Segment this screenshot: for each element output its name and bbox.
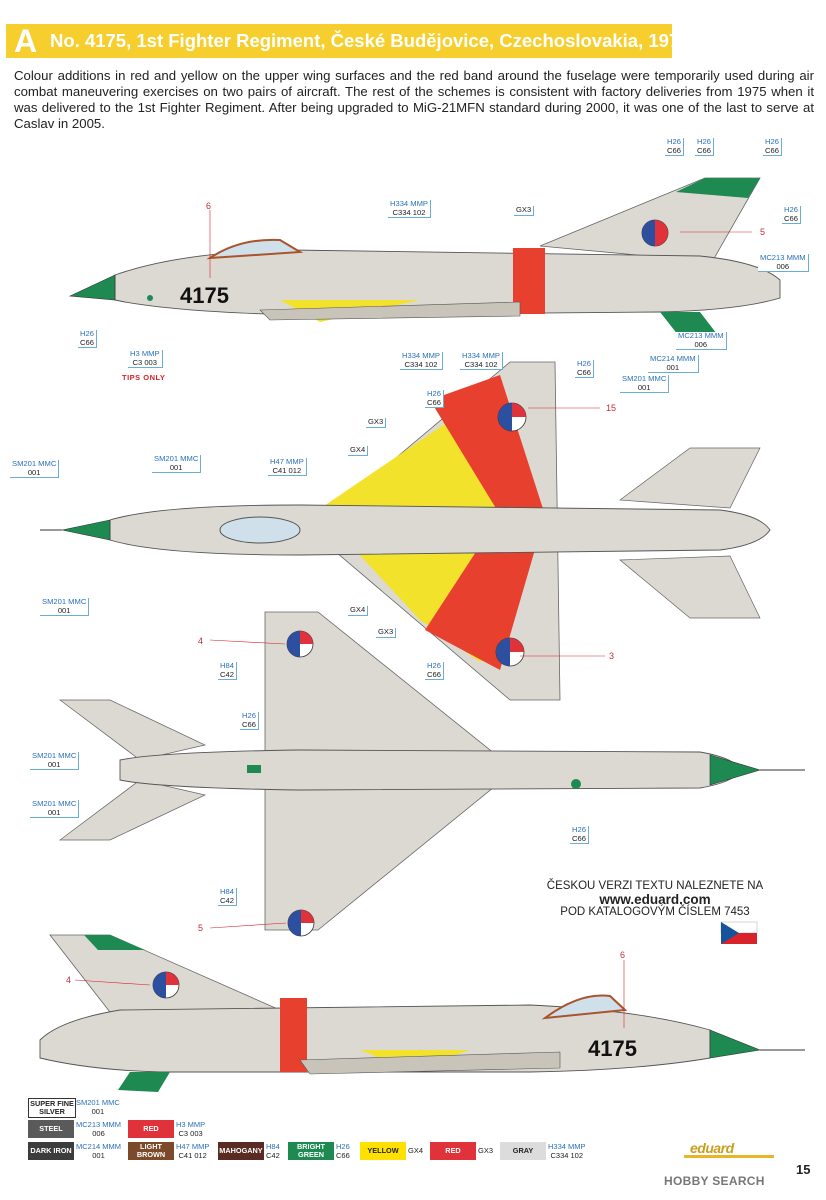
aircraft-number-left: 4175 (180, 283, 229, 308)
brand-underline (684, 1155, 774, 1158)
czech-note: ČESKOU VERZI TEXTU NALEZNETE NA www.edua… (540, 880, 770, 919)
czech-note-url[interactable]: www.eduard.com (599, 892, 711, 907)
paint-callout: GX3 (376, 627, 397, 638)
aircraft-number-right: 4175 (588, 1036, 637, 1061)
side-view-left (68, 177, 781, 340)
legend-swatch: SUPER FINE SILVER (28, 1098, 76, 1118)
brand-logo: eduard (690, 1140, 734, 1156)
section-header: A No. 4175, 1st Fighter Regiment, České … (6, 23, 690, 59)
legend-swatch: BRIGHT GREEN (288, 1142, 334, 1160)
side-view-right (39, 934, 805, 1092)
top-view (40, 361, 771, 701)
czech-note-line1: ČESKOU VERZI TEXTU NALEZNETE NA (546, 880, 764, 892)
paint-callout: GX3 (366, 417, 387, 428)
legend-swatch: STEEL (28, 1120, 74, 1138)
legend-swatch: MAHOGANY (218, 1142, 264, 1160)
paint-callout: GX4 (348, 605, 369, 616)
legend-swatch: DARK IRON (28, 1142, 74, 1160)
ref-number: 3 (609, 651, 615, 661)
legend-swatch: RED (128, 1120, 174, 1138)
intro-paragraph: Colour additions in red and yellow on th… (14, 68, 814, 131)
ref-number: 4 (198, 636, 204, 646)
paint-callout: GX3 (514, 205, 535, 216)
legend-code: GX4 (408, 1146, 424, 1155)
czech-note-line3: POD KATALOGOVÝM ČÍSLEM 7453 (560, 906, 750, 918)
legend-swatch: GRAY (500, 1142, 546, 1160)
ref-number: 6 (206, 201, 212, 211)
paint-callout: GX4 (348, 445, 369, 456)
legend-code: GX3 (478, 1146, 494, 1155)
ref-number: 5 (760, 227, 766, 237)
legend-swatch: RED (430, 1142, 476, 1160)
czech-flag (720, 921, 758, 944)
leader-lines (74, 210, 752, 1028)
ref-number: 15 (606, 403, 617, 413)
ref-number: 5 (198, 923, 204, 933)
legend-swatch: LIGHT BROWN (128, 1142, 174, 1160)
ref-number: 6 (620, 950, 626, 960)
scheme-title: No. 4175, 1st Fighter Regiment, České Bu… (50, 30, 690, 51)
ref-number: 4 (66, 975, 72, 985)
scheme-letter: A (14, 23, 38, 59)
bottom-view (58, 611, 805, 937)
page-number: 15 (796, 1162, 811, 1177)
tips-only-note: TIPS ONLY (122, 373, 166, 382)
legend-swatch: YELLOW (360, 1142, 406, 1160)
watermark: HOBBY SEARCH (664, 1174, 765, 1188)
